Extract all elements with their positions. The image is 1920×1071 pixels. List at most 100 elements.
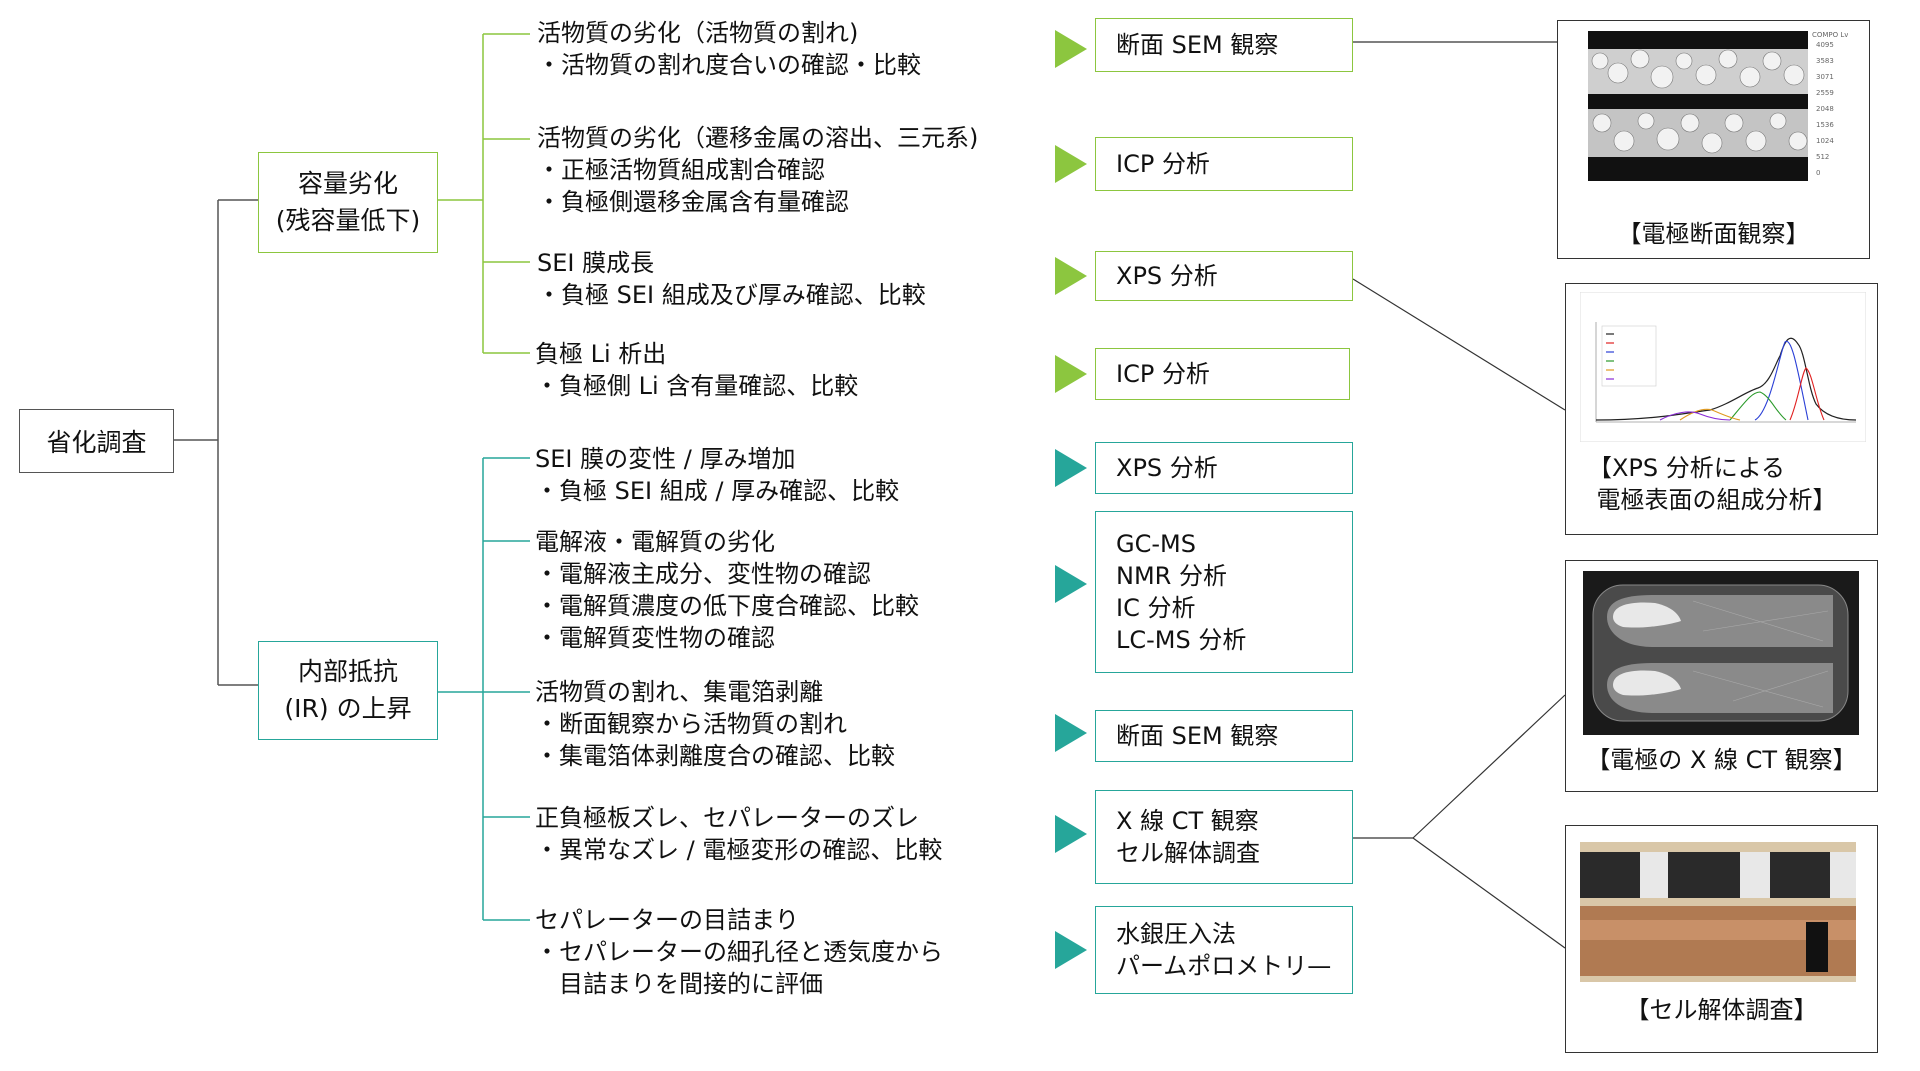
caption-line: 【XPS 分析による xyxy=(1587,454,1786,482)
method-label: セル解体調査 xyxy=(1116,839,1260,867)
item-detail: ・電解質濃度の低下度合確認、比較 xyxy=(535,592,919,620)
image-caption: 【XPS 分析による 電極表面の組成分析】 xyxy=(1566,452,1877,516)
item-detail: ・異常なズレ / 電極変形の確認、比較 xyxy=(535,836,943,864)
category-label-line: 内部抵抗 xyxy=(297,657,398,687)
item-sei-modification: SEI 膜の変性 / 厚み増加 ・負極 SEI 組成 / 厚み確認、比較 xyxy=(535,443,899,507)
item-title: 活物質の割れ、集電箔剥離 xyxy=(535,678,824,706)
method-label: XPS 分析 xyxy=(1116,262,1218,290)
category-label-line: (IR) の上昇 xyxy=(284,693,412,723)
item-title: SEI 膜の変性 / 厚み増加 xyxy=(535,445,796,473)
arrow-right-icon xyxy=(1055,815,1087,853)
method-box: X 線 CT 観察 セル解体調査 xyxy=(1095,790,1353,884)
method-box: 水銀圧入法 パームポロメトリ— xyxy=(1095,906,1353,994)
arrow-right-icon xyxy=(1055,931,1087,969)
method-box: 断面 SEM 観察 xyxy=(1095,710,1353,762)
caption-line: 【セル解体調査】 xyxy=(1625,996,1818,1024)
method-label: NMR 分析 xyxy=(1116,562,1227,590)
item-title: SEI 膜成長 xyxy=(537,249,655,277)
item-detail: ・負極 SEI 組成 / 厚み確認、比較 xyxy=(535,477,900,505)
sem-cross-section-image: COMPO Lv. 4095 3583 3071 2559 2048 1536 1024… xyxy=(1588,31,1848,181)
method-box: XPS 分析 xyxy=(1095,442,1353,494)
item-detail: ・断面観察から活物質の割れ xyxy=(535,710,847,738)
arrow-right-icon xyxy=(1055,565,1087,603)
method-label: IC 分析 xyxy=(1116,594,1196,622)
caption-line: 【電極断面観察】 xyxy=(1617,220,1810,248)
item-foil-delamination: 活物質の割れ、集電箔剥離 ・断面観察から活物質の割れ ・集電箔体剥離度合の確認、… xyxy=(535,676,895,772)
item-detail: ・正極活物質組成割合確認 xyxy=(537,156,825,184)
item-electrolyte-degradation: 電解液・電解質の劣化 ・電解液主成分、変性物の確認 ・電解質濃度の低下度合確認、… xyxy=(535,526,919,654)
svg-text:4095: 4095 xyxy=(1816,41,1834,49)
item-title: セパレーターの目詰まり xyxy=(535,906,799,934)
caption-line: 電極表面の組成分析】 xyxy=(1596,486,1837,514)
item-title: 活物質の劣化（遷移金属の溶出、三元系) xyxy=(537,124,979,152)
root-node: 省化調査 xyxy=(19,409,174,473)
svg-text:2559: 2559 xyxy=(1816,89,1834,97)
category-capacity-degradation: 容量劣化 (残容量低下) xyxy=(258,152,438,253)
xray-ct-image xyxy=(1583,571,1859,735)
xps-spectrum-image xyxy=(1580,292,1866,442)
image-panel-xray-ct: 【電極の X 線 CT 観察】 xyxy=(1565,560,1878,792)
item-detail: ・電解質変性物の確認 xyxy=(535,624,775,652)
item-detail: ・負極側還移金属含有量確認 xyxy=(537,188,849,216)
svg-text:1024: 1024 xyxy=(1816,137,1834,145)
arrow-right-icon xyxy=(1055,257,1087,295)
item-sei-growth: SEI 膜成長 ・負極 SEI 組成及び厚み確認、比較 xyxy=(537,247,926,311)
item-detail: ・集電箔体剥離度合の確認、比較 xyxy=(535,742,895,770)
svg-text:1536: 1536 xyxy=(1816,121,1834,129)
item-li-deposition: 負極 Li 析出 ・負極側 Li 含有量確認、比較 xyxy=(535,338,858,402)
arrow-right-icon xyxy=(1055,30,1087,68)
method-label: LC-MS 分析 xyxy=(1116,626,1247,654)
method-label: X 線 CT 観察 xyxy=(1116,807,1259,835)
image-caption: 【電極の X 線 CT 観察】 xyxy=(1566,744,1877,776)
item-title: 負極 Li 析出 xyxy=(535,340,667,368)
item-detail: ・活物質の割れ度合いの確認・比較 xyxy=(537,51,921,79)
category-label-line: 容量劣化 xyxy=(297,169,398,199)
item-detail: ・電解液主成分、変性物の確認 xyxy=(535,560,871,588)
method-box: ICP 分析 xyxy=(1095,137,1353,191)
method-label: XPS 分析 xyxy=(1116,454,1218,482)
category-label-line: (残容量低下) xyxy=(275,205,421,235)
caption-line: 【電極の X 線 CT 観察】 xyxy=(1586,746,1857,774)
method-label: GC-MS xyxy=(1116,530,1196,558)
method-label: ICP 分析 xyxy=(1116,360,1210,388)
root-label: 省化調査 xyxy=(46,428,147,457)
item-active-material-cracking: 活物質の劣化（活物質の割れ) ・活物質の割れ度合いの確認・比較 xyxy=(537,17,921,81)
item-detail: ・セパレーターの細孔径と透気度から xyxy=(535,938,943,966)
arrow-right-icon xyxy=(1055,355,1087,393)
image-caption: 【セル解体調査】 xyxy=(1566,994,1877,1026)
method-box: XPS 分析 xyxy=(1095,251,1353,301)
svg-text:512: 512 xyxy=(1816,153,1829,161)
arrow-right-icon xyxy=(1055,145,1087,183)
item-detail: ・負極 SEI 組成及び厚み確認、比較 xyxy=(537,281,926,309)
arrow-right-icon xyxy=(1055,449,1087,487)
method-label: 断面 SEM 観察 xyxy=(1116,722,1279,750)
item-detail: 目詰まりを間接的に評価 xyxy=(535,970,823,998)
item-title: 電解液・電解質の劣化 xyxy=(535,528,775,556)
image-panel-cell-disassembly: 【セル解体調査】 xyxy=(1565,825,1878,1053)
item-title: 活物質の劣化（活物質の割れ) xyxy=(537,19,859,47)
svg-text:3071: 3071 xyxy=(1816,73,1834,81)
svg-text:0: 0 xyxy=(1816,169,1820,177)
method-label: 断面 SEM 観察 xyxy=(1116,31,1279,59)
cell-disassembly-photo xyxy=(1580,842,1856,982)
method-label: ICP 分析 xyxy=(1116,150,1210,178)
method-box: ICP 分析 xyxy=(1095,348,1350,400)
method-box: GC-MS NMR 分析 IC 分析 LC-MS 分析 xyxy=(1095,511,1353,673)
svg-text:2048: 2048 xyxy=(1816,105,1834,113)
item-detail: ・負極側 Li 含有量確認、比較 xyxy=(535,372,859,400)
item-title: 正負極板ズレ、セパレーターのズレ xyxy=(535,804,919,832)
svg-text:COMPO Lv.: COMPO Lv. xyxy=(1812,31,1848,39)
method-label: 水銀圧入法 xyxy=(1116,920,1236,948)
svg-text:3583: 3583 xyxy=(1816,57,1834,65)
arrow-right-icon xyxy=(1055,714,1087,752)
item-transition-metal-dissolution: 活物質の劣化（遷移金属の溶出、三元系) ・正極活物質組成割合確認 ・負極側還移金… xyxy=(537,122,978,218)
method-label: パームポロメトリ— xyxy=(1116,952,1332,980)
image-panel-xps: 【XPS 分析による 電極表面の組成分析】 xyxy=(1565,283,1878,535)
method-box: 断面 SEM 観察 xyxy=(1095,18,1353,72)
category-internal-resistance: 内部抵抗 (IR) の上昇 xyxy=(258,641,438,740)
item-separator-clogging: セパレーターの目詰まり ・セパレーターの細孔径と透気度から 目詰まりを間接的に評… xyxy=(535,904,943,1000)
item-electrode-misalignment: 正負極板ズレ、セパレーターのズレ ・異常なズレ / 電極変形の確認、比較 xyxy=(535,802,942,866)
image-panel-sem: COMPO Lv. 4095 3583 3071 2559 2048 1536 1024… xyxy=(1557,20,1870,259)
